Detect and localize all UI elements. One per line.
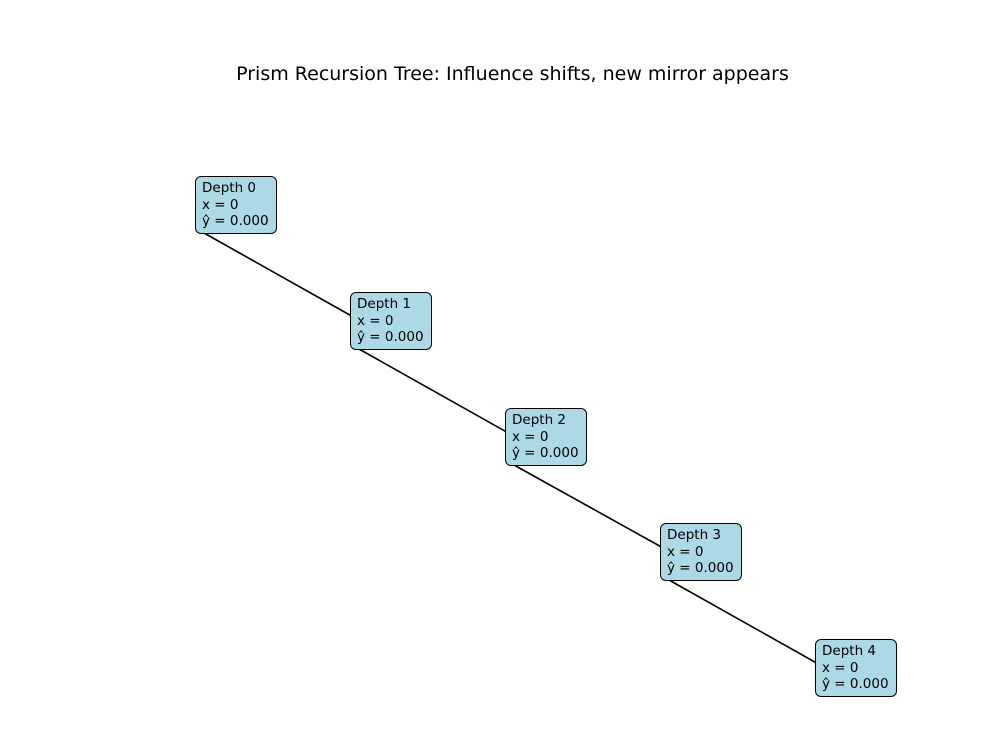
node-depth-label: Depth 4 [822, 643, 876, 659]
tree-node-depth-3: Depth 3 x = 0 ŷ = 0.000 [660, 523, 742, 581]
node-y-value: ŷ = 0.000 [822, 676, 889, 693]
node-depth-label: Depth 3 [667, 527, 721, 543]
edge-line [203, 232, 365, 324]
tree-node-depth-2: Depth 2 x = 0 ŷ = 0.000 [505, 408, 587, 466]
tree-node-depth-1: Depth 1 x = 0 ŷ = 0.000 [350, 292, 432, 350]
node-depth-label: Depth 2 [512, 412, 566, 428]
node-x-value: x = 0 [512, 428, 549, 445]
edge-line [358, 348, 520, 440]
node-y-value: ŷ = 0.000 [357, 329, 424, 346]
node-depth-label: Depth 0 [202, 180, 256, 196]
node-x-value: x = 0 [357, 312, 394, 329]
tree-node-depth-4: Depth 4 x = 0 ŷ = 0.000 [815, 639, 897, 697]
node-y-value: ŷ = 0.000 [667, 560, 734, 577]
node-x-value: x = 0 [822, 659, 859, 676]
figure-title: Prism Recursion Tree: Influence shifts, … [236, 63, 789, 85]
edge-line [513, 464, 675, 555]
node-y-value: ŷ = 0.000 [512, 445, 579, 462]
node-x-value: x = 0 [667, 543, 704, 560]
tree-node-depth-0: Depth 0 x = 0 ŷ = 0.000 [195, 176, 277, 234]
node-y-value: ŷ = 0.000 [202, 213, 269, 230]
node-depth-label: Depth 1 [357, 296, 411, 312]
edge-line [668, 579, 830, 671]
node-x-value: x = 0 [202, 196, 239, 213]
